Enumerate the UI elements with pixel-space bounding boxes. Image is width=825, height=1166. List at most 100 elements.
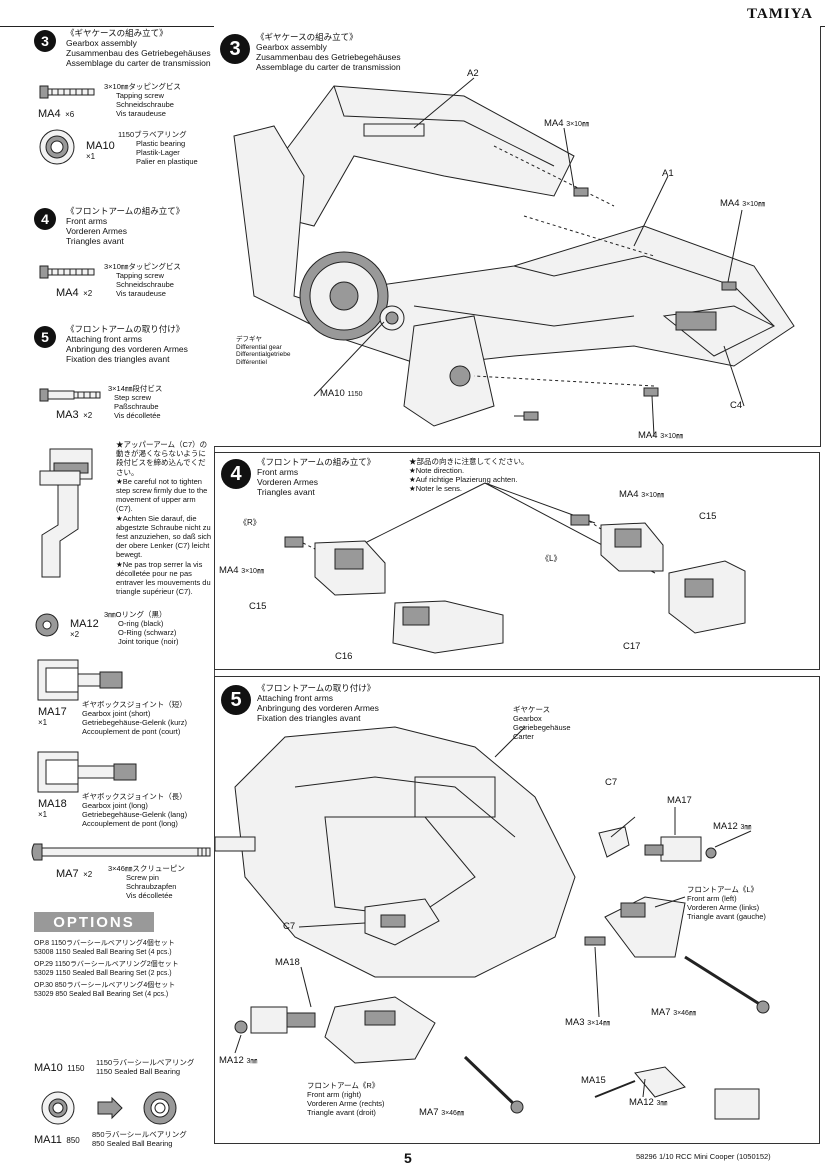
desc-jp: ギヤボックスジョイント（短） xyxy=(82,700,187,709)
label-c4: C4 xyxy=(730,400,743,411)
part-qty: ×2 xyxy=(83,411,93,420)
sidebar-step4: 4 xyxy=(34,208,56,230)
gearbox-joint-short-icon xyxy=(37,659,123,701)
desc-fr: Joint torique (noir) xyxy=(118,637,179,646)
page-number: 5 xyxy=(404,1150,412,1166)
o-ring-icon xyxy=(35,613,59,637)
label-ma12-top: MA12 3㎜ xyxy=(713,821,752,832)
part-code: MA18 xyxy=(38,798,67,810)
label-c16: C16 xyxy=(335,651,353,662)
desc-fr: Vis décolletée xyxy=(126,891,173,900)
label-l: 《L》 xyxy=(541,554,562,563)
label-ma4-l: MA4 3×10㎜ xyxy=(619,489,664,500)
desc-jp: 3×10㎜タッピングビス xyxy=(104,82,181,91)
warning-note: ★アッパーアーム（C7）の動きが渇くならないように段付ビスを締め込んでください。… xyxy=(116,440,212,596)
part-ma7: MA7 ×2 xyxy=(56,864,92,882)
part-qty: ×6 xyxy=(65,110,75,119)
title-fr: Assemblage du carter de transmission xyxy=(66,58,211,68)
brand-logo: TAMIYA xyxy=(746,6,813,22)
label-ma4-right: MA4 3×10㎜ xyxy=(720,198,765,209)
bearing-upgrade-illustration xyxy=(41,1091,177,1125)
step3-badge: 3 xyxy=(220,34,250,64)
desc-en: O-ring (black) xyxy=(118,619,164,628)
desc-de: Getriebegehäuse-Gelenk (lang) xyxy=(82,810,188,819)
desc-fr: Accouplement de pont (long) xyxy=(82,819,178,828)
label-ma10: MA10 1150 xyxy=(320,388,363,399)
label-r: 《R》 xyxy=(239,518,261,527)
part-qty: ×2 xyxy=(83,870,93,879)
desc-en: Tapping screw xyxy=(116,271,164,280)
desc-en: Tapping screw xyxy=(116,91,164,100)
screw-pin-icon xyxy=(31,843,211,861)
gearbox-assembly-drawing xyxy=(233,77,795,437)
part-ma12-desc: 3㎜Oリング（黒） O-ring (black) O-Ring (schwarz… xyxy=(104,610,178,646)
desc-jp: ギヤボックスジョイント（長） xyxy=(82,792,187,801)
label-ma7-right: MA7 3×46㎜ xyxy=(651,1007,696,1018)
part-code: MA3 xyxy=(56,409,79,421)
desc-fr: Vis décolletée xyxy=(114,411,161,420)
title-jp: 《ギヤケースの組み立て》 xyxy=(66,28,168,38)
desc-en: Gearbox joint (long) xyxy=(82,801,148,810)
part-code: MA4 xyxy=(56,287,79,299)
step-number-badge: 5 xyxy=(34,326,56,348)
label-ma12-left: MA12 3㎜ xyxy=(219,1055,258,1066)
title-de: Anbringung des vorderen Armes xyxy=(66,344,188,354)
label-c15-r: C15 xyxy=(249,601,267,612)
title-en: Attaching front arms xyxy=(66,334,143,344)
desc-jp: 3㎜Oリング（黒） xyxy=(104,610,167,619)
label-ma4-top: MA4 3×10㎜ xyxy=(544,118,589,129)
part-qty: ×2 xyxy=(83,289,93,298)
part-qty: ×1 xyxy=(86,152,96,161)
option-ma10: MA10 1150 xyxy=(34,1062,85,1074)
desc-fr: Palier en plastique xyxy=(136,157,198,166)
warning-jp: ★アッパーアーム（C7）の動きが渇くならないように段付ビスを締め込んでください。 xyxy=(116,440,208,477)
title-de: Vorderen Armes xyxy=(66,226,127,236)
desc-de: Getriebegehäuse-Gelenk (kurz) xyxy=(82,718,188,727)
title-jp: 《フロントアームの組み立て》 xyxy=(66,206,185,216)
label-ma15: MA15 xyxy=(581,1075,606,1086)
part-code: MA10 xyxy=(86,140,115,152)
sidebar-step4-title: 《フロントアームの組み立て》 Front arms Vorderen Armes… xyxy=(66,206,184,246)
desc-fr: Accouplement de pont (court) xyxy=(82,727,181,736)
desc-de: Paßschraube xyxy=(114,402,159,411)
part-ma4-b-desc: 3×10㎜タッピングビス Tapping screw Schneidschrau… xyxy=(104,262,181,298)
option-ma11-desc: 850ラバーシールベアリング 850 Sealed Ball Bearing xyxy=(92,1130,187,1148)
desc-jp: 3×14㎜段付ビス xyxy=(108,384,163,393)
warning-en: ★Be careful not to tighten step screw fi… xyxy=(116,476,208,514)
desc-jp: 3×46㎜スクリューピン xyxy=(108,864,185,873)
part-ma17: MA17×1 xyxy=(38,706,67,727)
upper-arm-illustration xyxy=(39,448,93,578)
part-code: MA17 xyxy=(38,706,67,718)
desc-de: Schneidschraube xyxy=(116,100,174,109)
title-jp: 《フロントアームの取り付け》 xyxy=(66,324,185,334)
title-fr: Triangles avant xyxy=(66,236,124,246)
label-a2: A2 xyxy=(467,68,479,79)
label-ma7-bottom: MA7 3×46㎜ xyxy=(419,1107,464,1118)
desc-en: Gearbox joint (short) xyxy=(82,709,151,718)
tapping-screw-icon xyxy=(39,85,95,99)
label-ma17: MA17 xyxy=(667,795,692,806)
front-arm-attach-drawing xyxy=(215,726,770,1120)
part-ma18: MA18×1 xyxy=(38,798,67,819)
part-ma7-desc: 3×46㎜スクリューピン Screw pin Schraubzapfen Vis… xyxy=(108,864,185,900)
sidebar-step3: 3 xyxy=(34,30,56,52)
part-code: MA4 xyxy=(38,108,61,120)
option-ma10-desc: 1150ラバーシールベアリング 1150 Sealed Ball Bearing xyxy=(96,1058,195,1076)
label-arm-right: フロントアーム《R》Front arm (right)Vorderen Arme… xyxy=(307,1081,385,1117)
part-qty: ×1 xyxy=(38,718,48,727)
sidebar-step5-title: 《フロントアームの取り付け》 Attaching front arms Anbr… xyxy=(66,324,188,364)
part-qty: ×1 xyxy=(38,810,48,819)
sidebar-step5: 5 xyxy=(34,326,56,348)
desc-jp: 1150ブラベアリング xyxy=(118,130,187,139)
